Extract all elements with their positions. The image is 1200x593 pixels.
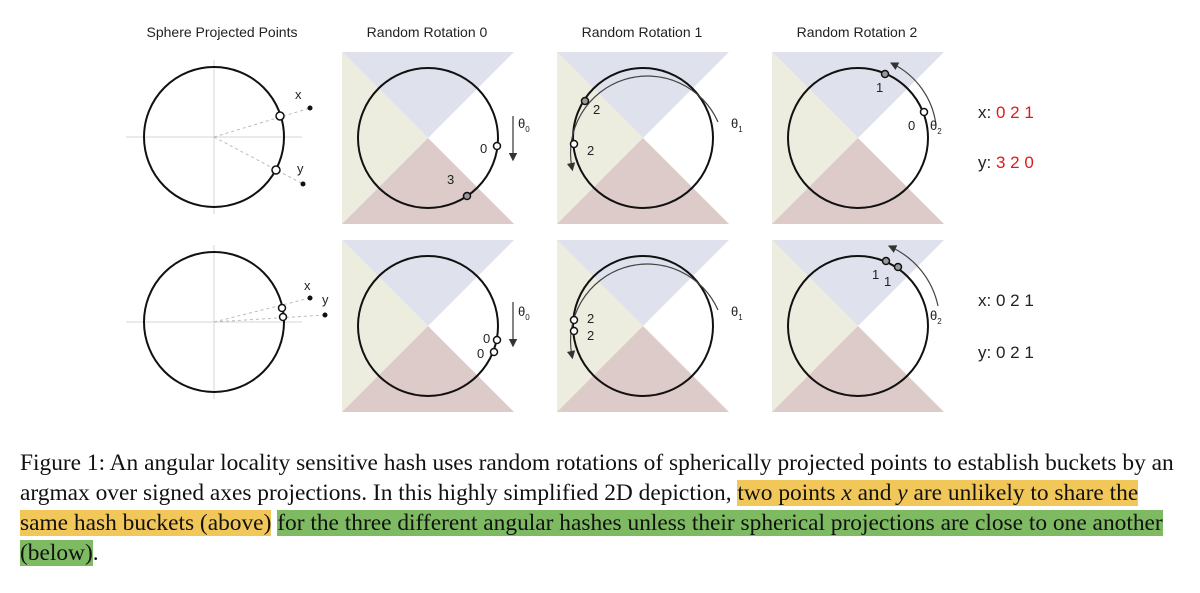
rotation-1-bucket-y-row-2: 2 (587, 328, 594, 343)
rotation-2-bucket-x-row-2: 1 (872, 267, 879, 282)
column-title-sphere: Sphere Projected Points (147, 24, 298, 40)
theta-1-label: θ1 (731, 116, 743, 134)
sphere-panel-row-1: x y (126, 60, 313, 214)
rotation-2-bucket-y-row-2: 1 (884, 274, 891, 289)
rotation-0-bucket-x-row-2: 0 (483, 331, 490, 346)
point-x-label: x (295, 87, 302, 102)
rotation-0-bucket-x: 0 (480, 141, 487, 156)
rotation-2-bucket-x: 0 (908, 118, 915, 133)
theta-1-label-row-2: θ1 (731, 304, 743, 322)
point-x-label-row-2: x (304, 278, 311, 293)
rotation-2-panel-row-2: 1 1 θ2 (772, 240, 944, 412)
hash-y-row-1: y: 3 2 0 (978, 153, 1034, 172)
column-title-rotation-1: Random Rotation 1 (582, 24, 703, 40)
column-title-rotation-0: Random Rotation 0 (367, 24, 488, 40)
theta-0-label-row-2: θ0 (518, 304, 530, 322)
sphere-panel-row-2: x y (126, 245, 329, 399)
figure-caption: Figure 1: An angular locality sensitive … (20, 450, 1174, 566)
point-x (307, 105, 313, 111)
rotation-2-bucket-y: 1 (876, 80, 883, 95)
rotation-2-panel-row-1: 1 0 θ2 (772, 52, 944, 224)
rotation-1-panel-row-1: 2 2 θ1 (557, 52, 743, 224)
theta-2-label-row-2: θ2 (930, 308, 942, 326)
rotation-0-panel-row-2: 0 0 θ0 (342, 240, 530, 412)
column-title-rotation-2: Random Rotation 2 (797, 24, 918, 40)
caption-text: Figure 1: An angular locality sensitive … (20, 450, 1174, 506)
projected-point-x (275, 111, 285, 121)
rotation-1-bucket-y: 2 (593, 102, 600, 117)
rotation-1-bucket-x-row-2: 2 (587, 311, 594, 326)
point-y-label-row-2: y (322, 292, 329, 307)
rotation-1-panel-row-2: 2 2 θ1 (557, 240, 743, 412)
theta-2-label: θ2 (930, 118, 942, 136)
theta-0-label: θ0 (518, 116, 530, 134)
rotation-0-bucket-y: 3 (447, 172, 454, 187)
hash-x-row-1: x: 0 2 1 (978, 103, 1034, 122)
rotation-0-bucket-y-row-2: 0 (477, 346, 484, 361)
point-y (300, 181, 306, 187)
point-y-label: y (297, 161, 304, 176)
lsh-figure: Sphere Projected Points Random Rotation … (126, 24, 1034, 412)
rotation-1-bucket-x: 2 (587, 143, 594, 158)
rotation-0-panel-row-1: 0 3 θ0 (342, 52, 530, 224)
projected-point-y (271, 165, 281, 175)
hash-y-row-2: y: 0 2 1 (978, 343, 1034, 362)
hash-x-row-2: x: 0 2 1 (978, 291, 1034, 310)
